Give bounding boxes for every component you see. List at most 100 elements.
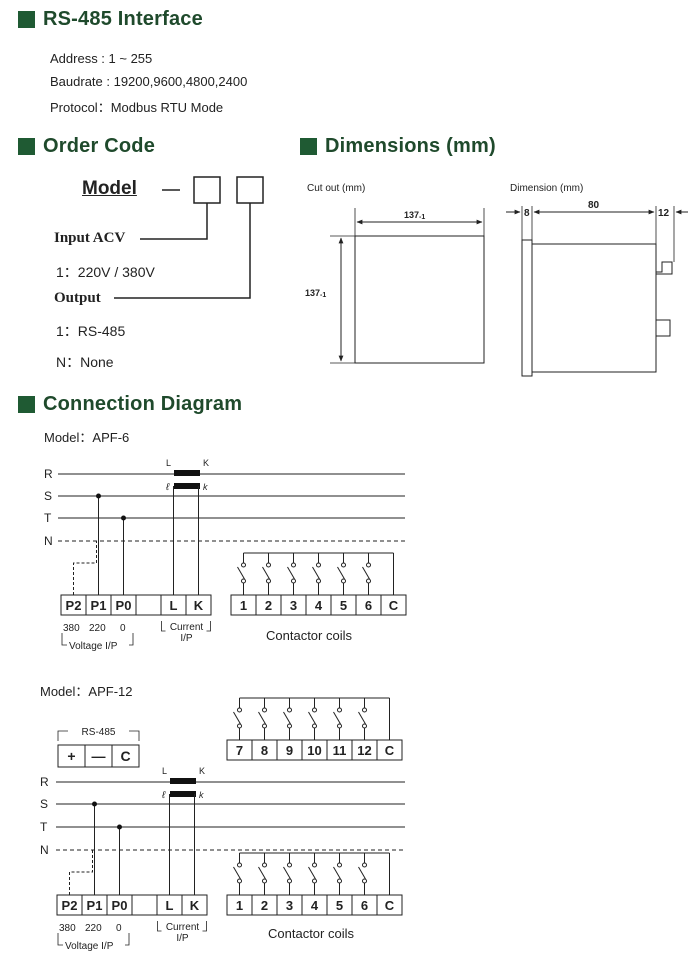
coil-label-4: 4 [311, 898, 319, 913]
connection-section-heading: Connection Diagram [18, 393, 242, 416]
relay-contact-top [287, 862, 292, 868]
current-bracket-right [206, 621, 211, 632]
cutout-rect [354, 235, 485, 364]
relay-switch-blade [333, 866, 341, 880]
relay-switch-blade [258, 711, 266, 725]
wire-p2-n-dashed [69, 850, 93, 895]
protocol-spec: Protocol：Modbus RTU Mode [50, 100, 224, 115]
rs485-terminal-2 [111, 744, 140, 768]
terminal-block-top [656, 261, 673, 275]
relay-switch-blade [308, 866, 316, 880]
relay-contact-bottom [366, 578, 371, 584]
relay-contact-top [287, 707, 292, 713]
contactor-coils-label: Contactor coils [266, 628, 352, 643]
relay-contact-top [337, 707, 342, 713]
relay-contact-top [266, 562, 271, 568]
coil-label-8: 8 [261, 743, 268, 758]
rs485-terminal-label-1: — [92, 748, 106, 764]
dimensions-section-heading: Dimensions (mm) [300, 135, 496, 158]
current-bracket-left [157, 921, 162, 932]
coil-label-2: 2 [261, 898, 268, 913]
input-acv-label: Input ACV [54, 230, 126, 246]
voltage-ip-label: Voltage I/P [65, 941, 114, 952]
bus-label-n: N [44, 534, 53, 548]
relay-contact-bottom [337, 878, 342, 884]
current-label: Current [166, 922, 200, 933]
address-spec: Address : 1 ~ 255 [50, 51, 153, 66]
relay-contact-bottom [312, 878, 317, 884]
cutout-width-label: 137-1 [404, 210, 425, 221]
relay-contact-top [291, 562, 296, 568]
bus-label-t: T [40, 820, 48, 834]
relay-contact-top [262, 862, 267, 868]
dimensions-drawing: Cut out (mm) 137-1 137-1 Dimension (mm) … [305, 183, 688, 377]
dimension-label: Dimension (mm) [510, 183, 583, 194]
relay-contact-top [337, 862, 342, 868]
model-label: Model：APF-6 [44, 430, 129, 445]
rs485-terminal-label-2: C [120, 748, 130, 764]
voltage-220: 220 [89, 623, 106, 634]
current-ip-label: I/P [176, 933, 189, 944]
relay-switch-blade [233, 711, 241, 725]
coil-label-7: 7 [236, 743, 243, 758]
current-bracket-left [161, 621, 166, 632]
terminal-label-p1: P1 [87, 898, 103, 913]
relay-contact-bottom [316, 578, 321, 584]
heading-square-icon [18, 138, 35, 155]
terminal-label-k: K [194, 598, 204, 613]
voltage-ip-label: Voltage I/P [69, 641, 118, 652]
voltage-bracket-right [125, 933, 130, 946]
coil-label-6: 6 [365, 598, 372, 613]
coil-label-c: C [385, 898, 395, 913]
dim-12-label: 12 [658, 208, 670, 219]
voltage-bracket-left [61, 633, 67, 646]
terminal-label-l: L [170, 598, 178, 613]
bus-label-r: R [40, 775, 49, 789]
ct-label-k: k [203, 482, 208, 492]
current-bracket-right [202, 921, 207, 932]
voltage-0: 0 [116, 923, 122, 934]
relay-contact-bottom [237, 878, 242, 884]
rs485-terminal-label-0: + [67, 748, 75, 764]
voltage-220: 220 [85, 923, 102, 934]
coil-label-3: 3 [290, 598, 297, 613]
voltage-380: 380 [63, 623, 80, 634]
bus-label-s: S [44, 489, 52, 503]
relay-contact-bottom [266, 578, 271, 584]
relay-contact-bottom [362, 723, 367, 729]
relay-switch-blade [287, 566, 295, 580]
ct-label-K: K [203, 458, 209, 468]
relay-switch-blade [262, 566, 270, 580]
coil-label-1: 1 [236, 898, 243, 913]
terminal-label-k: K [190, 898, 200, 913]
connection-title: Connection Diagram [43, 393, 243, 415]
terminal-label-p2: P2 [66, 598, 82, 613]
model-label: Model：APF-12 [40, 684, 132, 699]
coil-label-3: 3 [286, 898, 293, 913]
relay-contact-top [237, 707, 242, 713]
current-ip-label: I/P [180, 633, 193, 644]
voltage-380: 380 [59, 923, 76, 934]
relay-contact-top [316, 562, 321, 568]
relay-switch-blade [258, 866, 266, 880]
junction-dot-s [96, 493, 101, 499]
rs485-bracket-right [129, 730, 140, 741]
ct-bar-primary [170, 778, 196, 784]
relay-contact-bottom [237, 723, 242, 729]
order-code-section-heading: Order Code [18, 135, 155, 158]
relay-contact-top [366, 562, 371, 568]
bus-label-r: R [44, 467, 53, 481]
dimensions-title: Dimensions (mm) [325, 135, 496, 157]
rs485-section-heading: RS-485 Interface [18, 8, 203, 31]
output-option-1: 1：RS-485 [56, 323, 126, 339]
relay-contact-top [312, 862, 317, 868]
terminal-blank [135, 594, 162, 616]
relay-switch-blade [237, 566, 245, 580]
cutout-label: Cut out (mm) [307, 183, 365, 194]
coil-label-5: 5 [336, 898, 343, 913]
output-option-2: N：None [56, 354, 114, 370]
terminal-label-p0: P0 [116, 598, 132, 613]
ct-label-K: K [199, 766, 205, 776]
relay-contact-top [237, 862, 242, 868]
